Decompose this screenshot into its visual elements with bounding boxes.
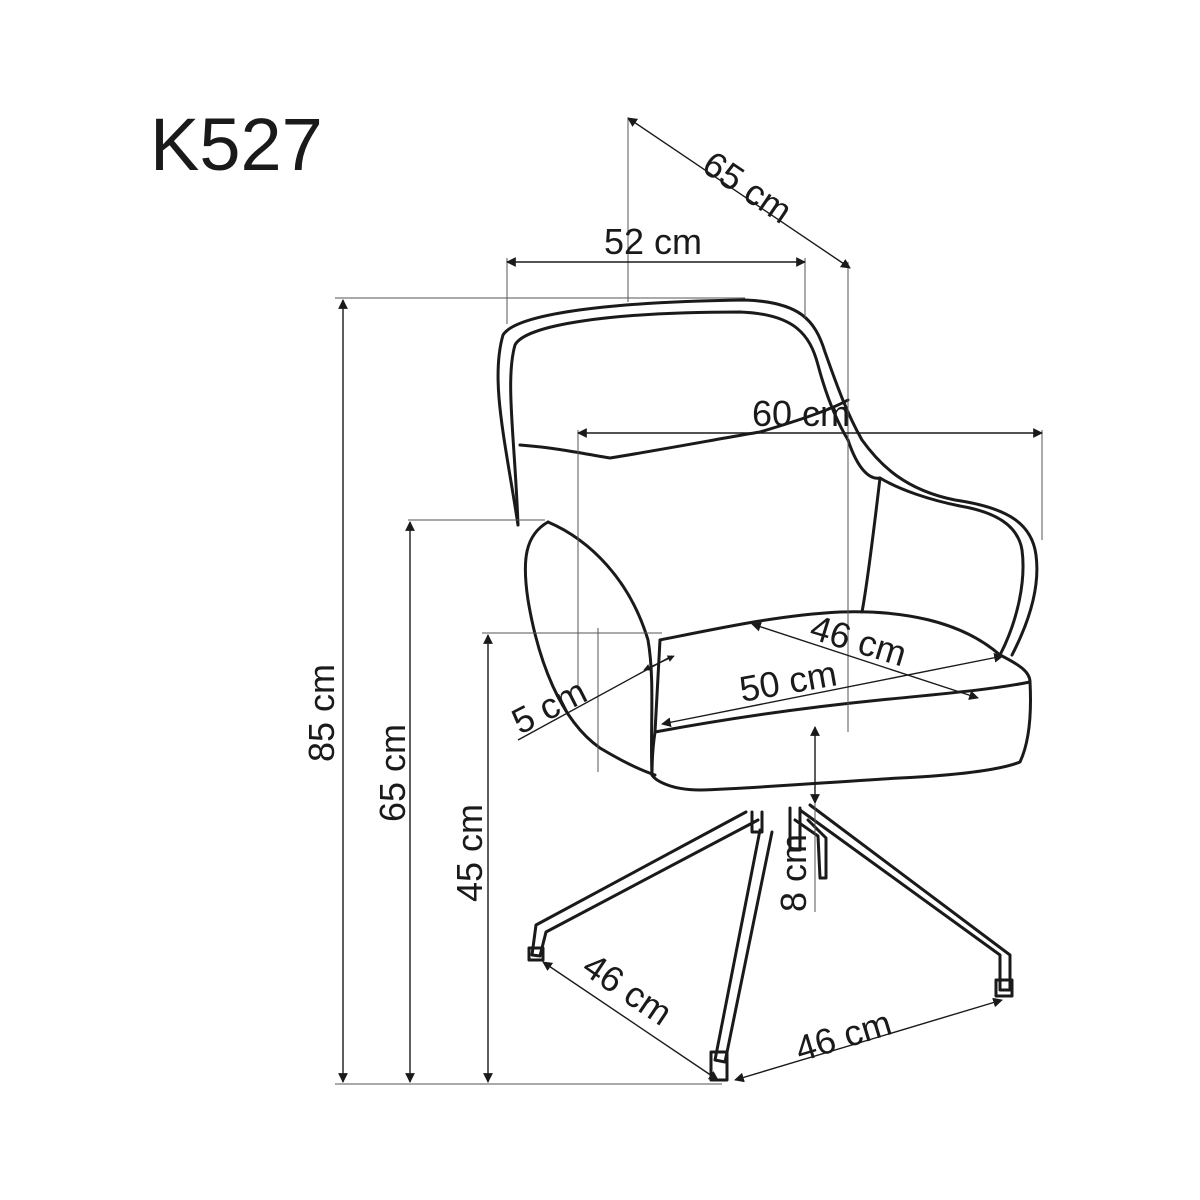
dimension-labels: 65 cm 52 cm 60 cm 85 cm 65 cm 45 cm 46 c…	[301, 143, 911, 1070]
base-leg-right	[798, 803, 1012, 992]
foot-left	[527, 946, 545, 962]
seat-top	[658, 610, 1032, 684]
label-armrest-height: 65 cm	[372, 724, 413, 822]
seat-left-edge	[653, 638, 662, 734]
left-arm	[523, 520, 657, 777]
label-total-width: 60 cm	[752, 393, 850, 434]
label-base-right: 46 cm	[790, 1002, 896, 1070]
dimension-arrows	[338, 117, 1043, 1083]
dim-base-left-arrow	[542, 961, 719, 1081]
dim-arm-thickness-arrow	[643, 655, 675, 671]
foot-right	[994, 978, 1014, 998]
base-bracket	[793, 818, 828, 880]
chair-outline	[496, 298, 1039, 792]
dim-depth-arrow	[627, 117, 851, 269]
label-seat-width: 50 cm	[736, 652, 840, 709]
label-depth: 65 cm	[696, 143, 800, 232]
base-leg-left	[530, 810, 760, 958]
seat-front	[650, 680, 1032, 792]
label-base-left: 46 cm	[576, 945, 680, 1034]
label-back-width: 52 cm	[604, 221, 702, 262]
headrest-seam	[518, 398, 850, 460]
label-seat-height: 45 cm	[449, 804, 490, 902]
label-total-height: 85 cm	[301, 664, 342, 762]
model-title: K527	[150, 103, 323, 186]
extension-lines	[335, 118, 1043, 1085]
backrest-inner	[509, 310, 850, 527]
swivel-base	[527, 803, 1014, 1082]
left-arm-inner	[546, 520, 654, 777]
foot-front	[709, 1050, 729, 1082]
dim-seat-width-arrow	[661, 652, 1004, 728]
label-base-clearance: 8 cm	[773, 834, 814, 912]
right-arm-outer	[860, 438, 1039, 657]
dim-base-right-arrow	[734, 997, 1003, 1083]
right-arm-inner	[846, 438, 1025, 657]
base-leg-front	[713, 828, 774, 1064]
backrest-outer	[496, 298, 864, 527]
